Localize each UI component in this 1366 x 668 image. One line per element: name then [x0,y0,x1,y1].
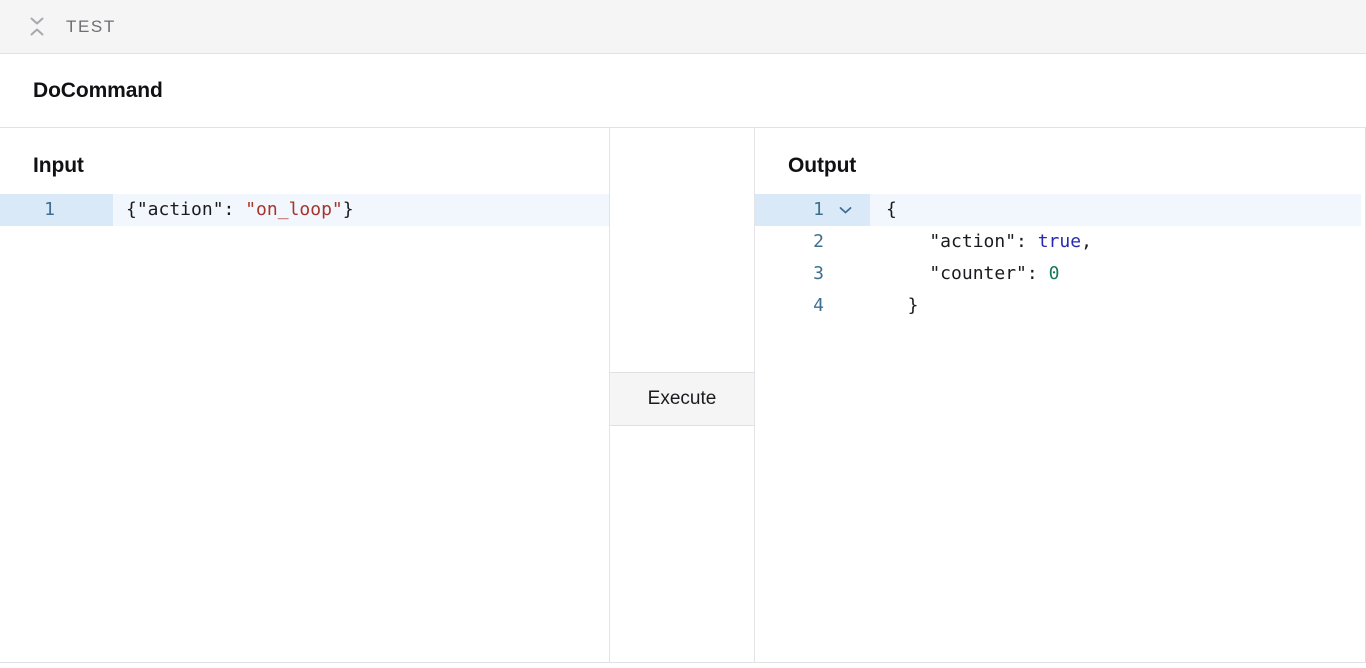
output-code-content[interactable]: "counter": 0 [870,258,1365,290]
output-line-number: 1 [755,194,870,226]
input-token-close-brace: } [342,199,354,220]
output-token-open-brace: { [886,199,897,220]
input-editor[interactable]: 1 {"action": "on_loop"} [0,194,609,226]
output-editor[interactable]: 1 { 2 "action": true, 3 "counter": 0 [755,194,1365,322]
command-header: DoCommand [0,54,1366,128]
collapse-chevrons-icon[interactable] [26,14,48,40]
execute-button[interactable]: Execute [610,372,754,426]
output-code-line[interactable]: 1 { [755,194,1365,226]
output-panel: Output 1 { 2 "action": true, 3 [755,128,1366,662]
main-content: Input 1 {"action": "on_loop"} Execute Ou… [0,128,1366,663]
output-code-line[interactable]: 4 } [755,290,1365,322]
output-code-line[interactable]: 2 "action": true, [755,226,1365,258]
input-token-object-key: {"action": [126,199,246,220]
output-token-number-zero: 0 [1048,263,1060,284]
input-code-content[interactable]: {"action": "on_loop"} [113,194,609,226]
output-token-key-counter: "counter": [886,263,1049,284]
test-toolbar: TEST [0,0,1366,54]
input-token-string-value: "on_loop" [245,199,343,220]
page-title: DoCommand [33,78,163,102]
output-code-content[interactable]: { [870,194,1365,226]
output-code-content[interactable]: } [870,290,1365,322]
input-heading: Input [33,154,84,177]
output-line-number: 2 [813,231,824,252]
input-line-number: 1 [0,194,113,226]
output-token-key-action: "action": [886,231,1038,252]
chevron-down-icon[interactable] [839,194,852,226]
output-line-number: 3 [813,263,824,284]
output-line-number: 4 [813,295,824,316]
bottom-strip [0,663,1366,667]
output-code-content[interactable]: "action": true, [870,226,1365,258]
input-code-line[interactable]: 1 {"action": "on_loop"} [0,194,609,226]
output-token-boolean-true: true [1037,231,1082,252]
execute-panel: Execute [609,128,755,662]
output-heading: Output [788,154,857,177]
output-line-number-value: 1 [813,199,824,220]
output-token-comma: , [1081,231,1092,252]
output-code-line[interactable]: 3 "counter": 0 [755,258,1365,290]
toolbar-title: TEST [66,16,116,36]
execute-spacer [610,128,754,372]
output-token-close-brace: } [886,295,919,316]
output-scrollbar[interactable] [1361,128,1365,662]
input-panel: Input 1 {"action": "on_loop"} [0,128,609,662]
